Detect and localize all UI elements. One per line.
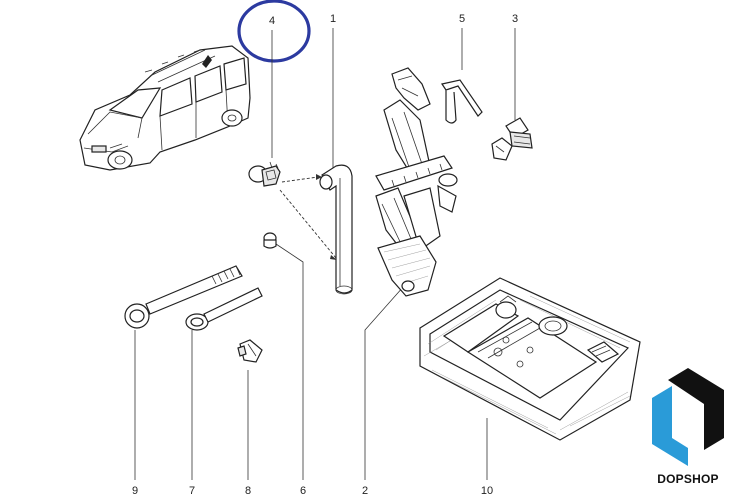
part-6-plug — [263, 232, 277, 249]
callout-5: 5 — [459, 13, 465, 25]
logo-mark-dark — [668, 368, 724, 450]
vehicle-illustration — [79, 45, 251, 171]
highlight-circle — [237, 0, 311, 63]
part-8-clip — [237, 339, 263, 363]
logo-text: DOPSHOP — [657, 472, 718, 486]
part-2-jack — [375, 67, 458, 297]
part-4-clip — [248, 161, 281, 187]
part-10-tray — [419, 277, 641, 441]
part-5-tkey — [441, 79, 483, 124]
dashed-arrows — [279, 174, 337, 260]
callout-labels: 4 1 5 3 9 7 8 6 2 10 — [132, 13, 518, 497]
callout-10: 10 — [481, 485, 493, 497]
dopshop-logo: DOPSHOP — [648, 368, 728, 486]
leader-lines — [134, 28, 516, 480]
part-9-eye-bolt — [124, 265, 243, 329]
callout-6: 6 — [300, 485, 306, 497]
logo-mark-accent — [652, 386, 688, 466]
callout-7: 7 — [189, 485, 195, 497]
part-1-handle — [319, 164, 353, 295]
part-3-bolt — [491, 117, 533, 161]
callout-4: 4 — [269, 15, 275, 27]
part-7-eye-bolt — [185, 287, 263, 331]
callout-9: 9 — [132, 485, 138, 497]
callout-1: 1 — [330, 13, 336, 25]
callout-2: 2 — [362, 485, 368, 497]
callout-3: 3 — [512, 13, 518, 25]
callout-8: 8 — [245, 485, 251, 497]
